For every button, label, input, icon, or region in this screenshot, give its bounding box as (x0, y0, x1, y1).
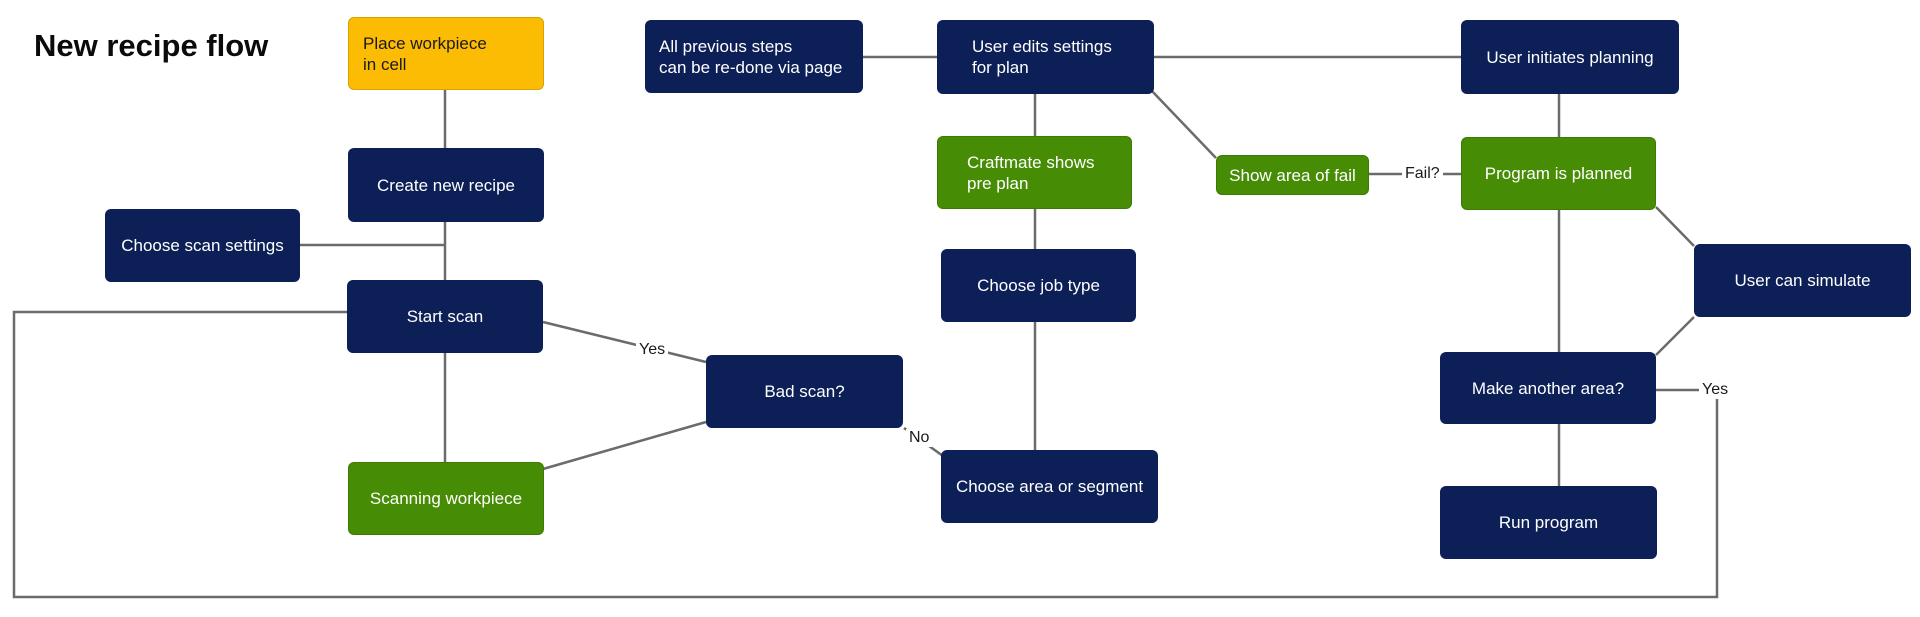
node-label: Choose area or segment (955, 477, 1144, 496)
edge-label-yes-another-area: Yes (1699, 381, 1732, 399)
node-label: Place workpiece in cell (363, 33, 487, 74)
node-craftmate-pre-plan[interactable]: Craftmate shows pre plan (937, 136, 1132, 209)
node-label: All previous steps can be re-done via pa… (659, 36, 843, 77)
page-title: New recipe flow (34, 28, 269, 63)
node-choose-job-type[interactable]: Choose job type (941, 249, 1136, 322)
node-user-can-simulate[interactable]: User can simulate (1694, 244, 1911, 317)
node-label: Create new recipe (377, 175, 515, 195)
node-label: Show area of fail (1229, 165, 1356, 185)
node-make-another-area[interactable]: Make another area? (1440, 352, 1656, 424)
edge-label-yes-bad-scan: Yes (636, 341, 669, 359)
node-label: Make another area? (1471, 378, 1625, 398)
node-label: User edits settings for plan (972, 37, 1112, 77)
node-place-workpiece[interactable]: Place workpiece in cell (348, 17, 544, 90)
node-start-scan[interactable]: Start scan (347, 280, 543, 353)
node-label: Choose job type (977, 276, 1100, 295)
node-label: Bad scan? (764, 382, 845, 401)
node-previous-steps[interactable]: All previous steps can be re-done via pa… (645, 20, 863, 93)
node-user-edits-settings[interactable]: User edits settings for plan (937, 20, 1154, 94)
node-label: User can simulate (1734, 271, 1871, 290)
edge-label-no-bad-scan: No (906, 429, 933, 447)
node-user-initiates-planning[interactable]: User initiates planning (1461, 20, 1679, 94)
node-run-program[interactable]: Run program (1440, 486, 1657, 559)
node-scanning-workpiece[interactable]: Scanning workpiece (348, 462, 544, 535)
node-program-is-planned[interactable]: Program is planned (1461, 137, 1656, 210)
node-label: Program is planned (1484, 164, 1633, 183)
node-show-area-of-fail[interactable]: Show area of fail (1216, 155, 1369, 195)
edge-label-fail: Fail? (1402, 165, 1443, 183)
node-bad-scan[interactable]: Bad scan? (706, 355, 903, 428)
node-label: Choose scan settings (121, 236, 284, 255)
node-label: Run program (1498, 513, 1599, 532)
node-label: Scanning workpiece (369, 489, 523, 508)
node-label: Craftmate shows pre plan (967, 152, 1095, 193)
node-choose-area-or-segment[interactable]: Choose area or segment (941, 450, 1158, 523)
node-label: User initiates planning (1486, 47, 1654, 67)
node-create-recipe[interactable]: Create new recipe (348, 148, 544, 222)
node-label: Start scan (406, 307, 484, 326)
node-choose-scan-settings[interactable]: Choose scan settings (105, 209, 300, 282)
